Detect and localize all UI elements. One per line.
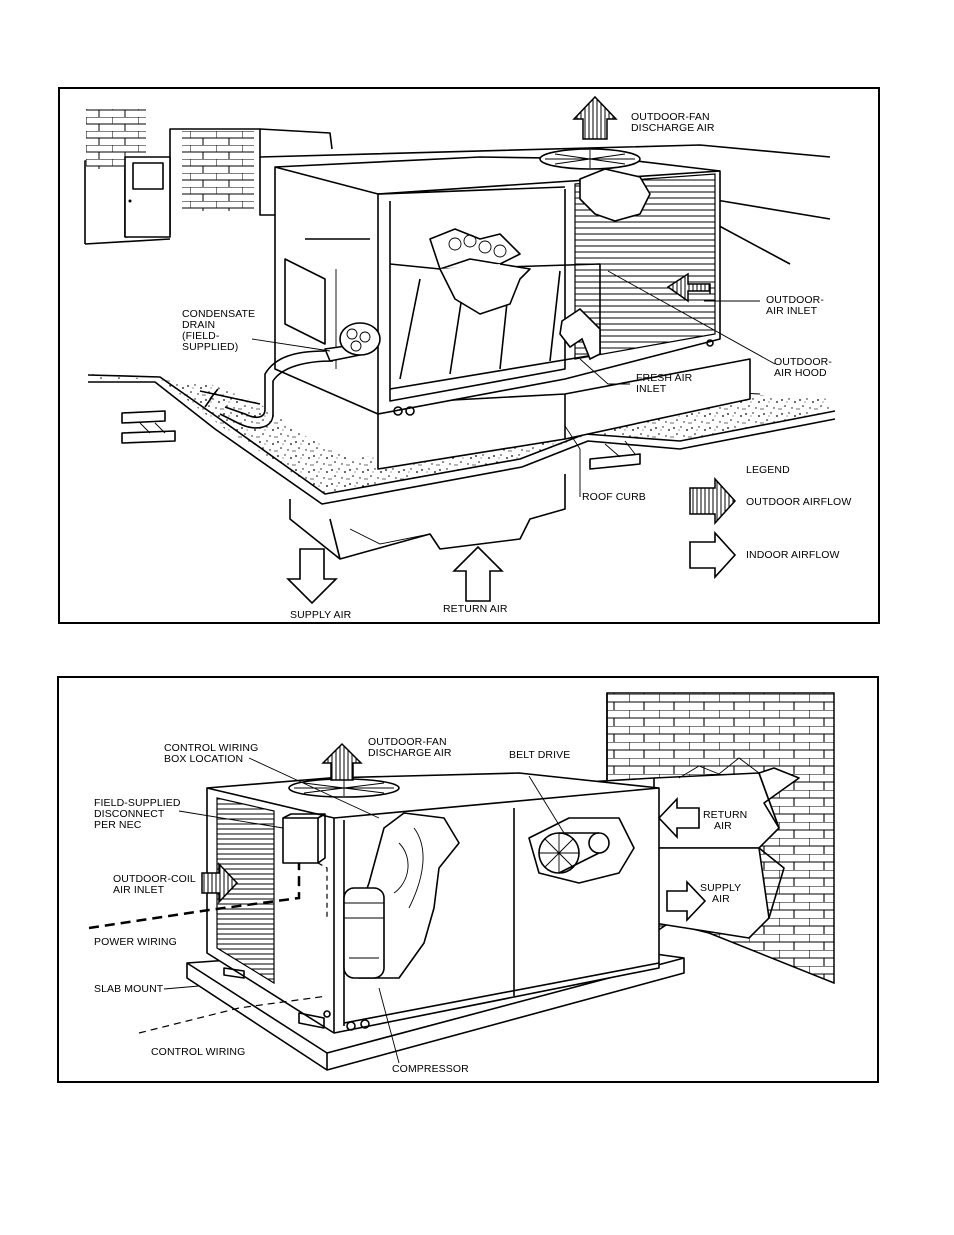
label-outdoor-fan-discharge-2: DISCHARGE AIR — [368, 747, 452, 759]
outdoor-air-inlet-arrow — [666, 272, 711, 303]
label-outdoor-air-inlet-1: OUTDOOR- — [766, 294, 824, 306]
roof-curb-duct — [289, 474, 566, 560]
rooftop-unit-body — [204, 148, 721, 429]
label-return-air-2: AIR — [714, 820, 732, 832]
legend-outdoor-arrow — [689, 477, 737, 525]
control-wiring-line — [138, 862, 328, 1034]
label-condensate-drain-2: DRAIN — [182, 319, 215, 331]
label-supply-air-2: AIR — [712, 893, 730, 905]
roof-joists — [121, 410, 641, 470]
fresh-air-inlet-arrow — [559, 307, 601, 361]
label-outdoor-air-hood-2: AIR HOOD — [774, 367, 827, 379]
label-compressor: COMPRESSOR — [392, 1063, 469, 1075]
label-supply-air-1: SUPPLY — [700, 882, 741, 894]
legend-indoor-arrow — [689, 530, 737, 580]
outdoor-fan-discharge-arrow — [572, 95, 618, 140]
slab-unit-body — [206, 772, 660, 1034]
leader-lines — [251, 270, 776, 497]
building-wall — [84, 109, 831, 265]
supply-air-arrow — [666, 879, 707, 923]
label-control-wiring-box-2: BOX LOCATION — [164, 753, 243, 765]
legend-outdoor-airflow: OUTDOOR AIRFLOW — [746, 496, 851, 508]
label-outdoor-fan-discharge-1: OUTDOOR-FAN — [368, 736, 447, 748]
label-outdoor-air-hood-1: OUTDOOR- — [774, 356, 832, 368]
label-supply-air: SUPPLY AIR — [290, 609, 352, 621]
label-outdoor-coil-1: OUTDOOR-COIL — [113, 873, 196, 885]
label-disconnect-1: FIELD-SUPPLIED — [94, 797, 181, 809]
leader-lines — [163, 757, 565, 1064]
label-condensate-drain-4: SUPPLIED) — [182, 341, 238, 353]
label-disconnect-3: PER NEC — [94, 819, 142, 831]
rooftop-unit-figure: OUTDOOR-FAN DISCHARGE AIR CONDENSATE DRA… — [58, 87, 880, 624]
label-control-wiring: CONTROL WIRING — [151, 1046, 245, 1058]
label-outdoor-air-inlet-2: AIR INLET — [766, 305, 818, 317]
label-fresh-air-inlet-2: INLET — [636, 383, 667, 395]
label-control-wiring-box-1: CONTROL WIRING — [164, 742, 258, 754]
legend-indoor-airflow: INDOOR AIRFLOW — [746, 549, 840, 561]
label-outdoor-fan-discharge-1: OUTDOOR-FAN — [631, 111, 710, 123]
label-power-wiring: POWER WIRING — [94, 936, 177, 948]
return-air-arrow — [452, 545, 504, 602]
return-air-arrow — [657, 796, 700, 840]
label-return-air: RETURN AIR — [443, 603, 508, 615]
outdoor-fan-discharge-arrow — [321, 742, 363, 781]
rooftop-unit-illustration: OUTDOOR-FAN DISCHARGE AIR CONDENSATE DRA… — [84, 95, 851, 621]
outdoor-coil-air-inlet-arrow — [201, 862, 239, 904]
disconnect-box — [282, 817, 319, 864]
label-roof-curb: ROOF CURB — [582, 491, 646, 503]
legend-title: LEGEND — [746, 464, 790, 476]
compressor-icon — [343, 887, 385, 979]
label-outdoor-fan-discharge-2: DISCHARGE AIR — [631, 122, 715, 134]
roof-curb — [377, 358, 751, 470]
label-return-air-1: RETURN — [703, 809, 747, 821]
label-disconnect-2: DISCONNECT — [94, 808, 165, 820]
label-fresh-air-inlet-1: FRESH AIR — [636, 372, 693, 384]
slab-mount-illustration: CONTROL WIRING BOX LOCATION OUTDOOR-FAN … — [88, 692, 835, 1075]
label-belt-drive: BELT DRIVE — [509, 749, 570, 761]
supply-air-arrow — [286, 548, 338, 605]
label-outdoor-coil-2: AIR INLET — [113, 884, 165, 896]
slab-mount-figure: CONTROL WIRING BOX LOCATION OUTDOOR-FAN … — [57, 676, 879, 1083]
power-wiring-line — [88, 863, 301, 930]
label-slab-mount: SLAB MOUNT — [94, 983, 164, 995]
label-condensate-drain-1: CONDENSATE — [182, 308, 255, 320]
label-condensate-drain-3: (FIELD- — [182, 330, 220, 342]
